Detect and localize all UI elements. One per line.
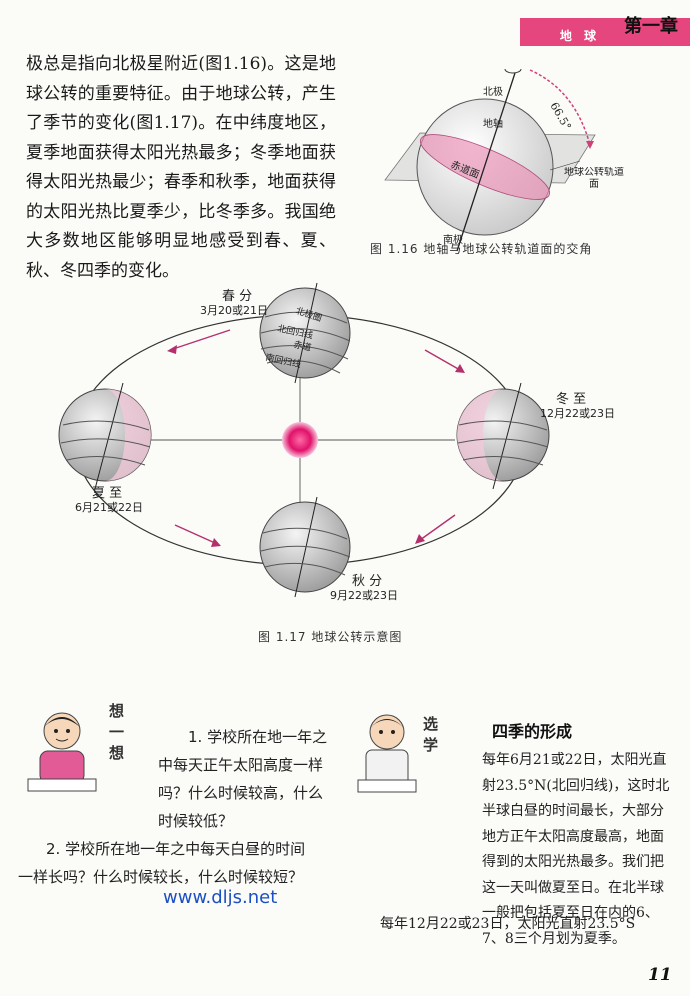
autumn-equinox-date: 9月22或23日 [330,589,398,602]
summer-solstice-label: 夏 至 [92,486,123,501]
label-south-pole: 南极 [443,233,463,246]
globe-line-equator: 赤道 [292,338,312,353]
orbit-arrow-1-icon [167,345,177,354]
angle-arrow-icon [586,141,594,149]
label-axis: 地轴 [483,117,503,130]
orbit-arrow-3 [419,514,456,541]
intro-text: 极总是指向北极星附近(图1.16)。这是地球公转的重要特征。由于地球公转，产生了… [26,54,336,281]
think-label: 想一想 [107,703,125,766]
earth-axis [456,72,516,252]
sun [282,422,318,458]
label-north-pole: 北极 [483,85,503,98]
globe-autumn [259,496,351,598]
section-title-seasons: 四季的形成 [492,722,573,741]
label-orbit-plane: 地球公转轨道面 [564,167,624,190]
spring-equinox-label: 春 分 [222,289,253,304]
winter-solstice-label: 冬 至 [556,392,587,407]
orbit-arrow-2-icon [455,364,465,373]
site-url-link[interactable]: www.dljs.net [163,887,278,908]
elective-paragraph-1: 每年6月21或22日，太阳光直射23.5°N(北回归线)，这时北半球白昼的时间最… [352,748,670,952]
intro-paragraph: 极总是指向北极星附近(图1.16)。这是地球公转的重要特征。由于地球公转，产生了… [26,50,336,286]
orbit-arrow-2 [424,349,461,371]
student-thinking-illustration [27,712,97,792]
orbit-label-leader [549,160,581,171]
think-question-2: 2. 学校所在地一年之中每天白昼的时间一样长吗？什么时候较长，什么时候较短？ [18,840,306,886]
orbit-arrow-3-icon [415,534,425,544]
angle-arc [529,69,591,146]
student-reading-illustration [357,714,417,793]
think-question-1-part: 1. 学校所在地一年之中每天正午太阳高度一样吗？什么时候较高，什么时候较低？ [158,723,328,835]
think-section: 想一想 1. 学校所在地一年之中每天正午太阳高度一样吗？什么时候较高，什么时候较… [18,695,328,925]
chapter-topic: 地 球 [559,29,600,43]
earth-revolution-diagram: 北极圈 北回归线 赤道 南回归线 [58,282,550,598]
globe-winter [456,382,550,490]
rotation-arrow-icon [504,68,522,74]
autumn-equinox-label: 秋 分 [352,574,383,589]
figure-1-17-caption: 图 1.17 地球公转示意图 [258,630,403,644]
chapter-header-band [520,18,690,46]
spring-equinox-date: 3月20或21日 [200,304,268,317]
think-question-1: 1. 学校所在地一年之中每天正午太阳高度一样吗？什么时候较高，什么时候较低？ [158,728,328,830]
orbit-arrow-4-icon [211,538,221,547]
summer-solstice-date: 6月21或22日 [75,501,143,514]
figure-1-17: 北极圈 北回归线 赤道 南回归线 [55,275,635,619]
orbit-arrow-1 [169,329,231,351]
figure-1-16: 北极 地轴 66.5° 赤道面 地球公转轨道面 南极 [365,55,685,259]
elective-paragraph-2: 每年12月22或23日，太阳光直射23.5°S [380,916,636,932]
figure-1-16-caption: 图 1.16 地轴与地球公转轨道面的交角 [370,242,593,256]
earth-axis-diagram: 北极 地轴 66.5° 赤道面 地球公转轨道面 南极 [384,68,624,252]
globe-spring: 北极圈 北回归线 赤道 南回归线 [259,282,351,384]
globe-summer [58,382,152,490]
page-number: 11 [648,965,672,985]
elective-label: 选学 [421,716,439,758]
chapter-title: 第一章 [624,16,678,37]
label-angle: 66.5° [547,100,573,132]
elective-p1-text: 每年6月21或22日，太阳光直射23.5°N(北回归线)，这时北半球白昼的时间最… [482,752,670,947]
elective-section: 选学 四季的形成 每年6月21或22日，太阳光直射23.5°N(北回归线)，这时… [352,700,682,947]
orbit-arrow-4 [174,524,216,544]
winter-solstice-date: 12月22或23日 [540,407,615,420]
